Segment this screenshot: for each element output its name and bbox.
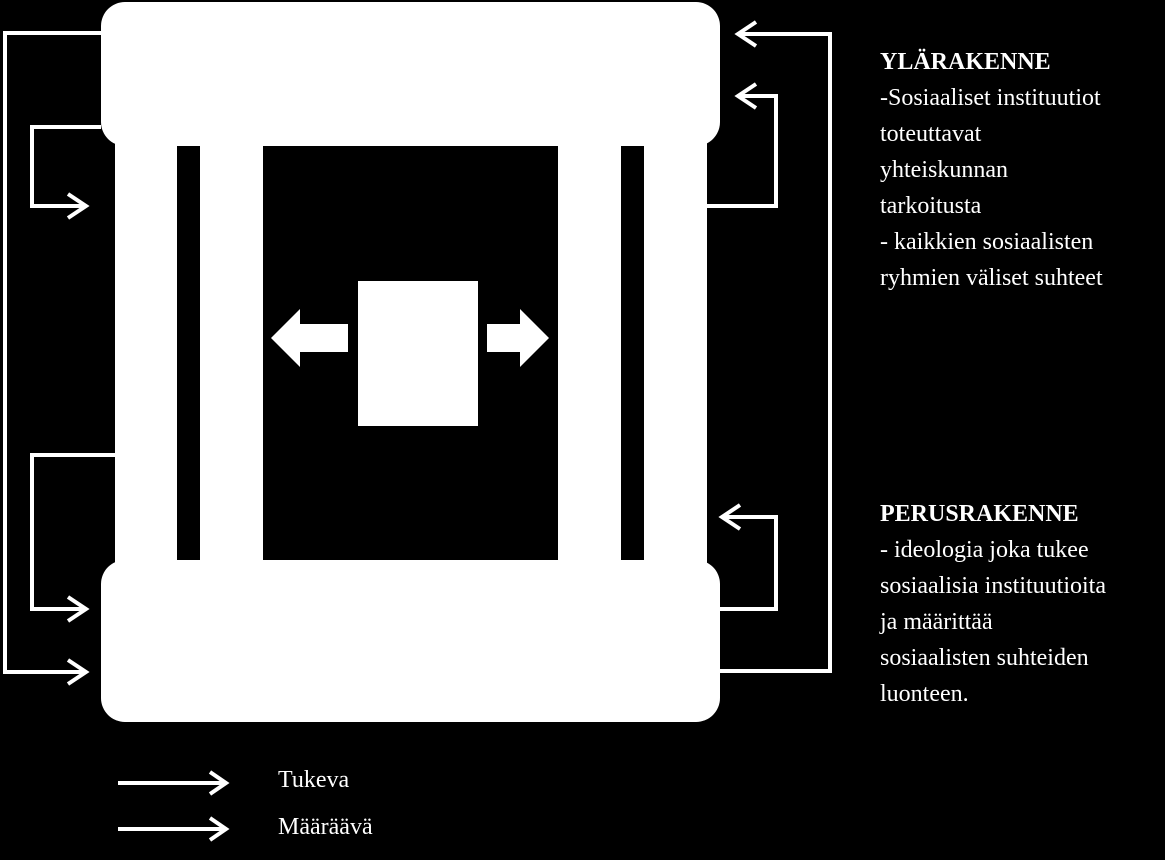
right-inner-pillar	[558, 120, 621, 590]
legend-determining-label: Määräävä	[278, 814, 373, 840]
superstructure-block	[101, 2, 720, 146]
superstructure-label: YLÄRAKENNE -Sosiaaliset instituutiot tot…	[880, 44, 1103, 296]
superstructure-line: yhteiskunnan	[880, 157, 1008, 183]
right-outer-connector	[720, 32, 832, 673]
base-line: - ideologia joka tukee	[880, 537, 1089, 563]
right-top-arrowhead	[734, 82, 758, 110]
base-label: PERUSRAKENNE - ideologia joka tukee sosi…	[880, 496, 1106, 712]
left-bottom-connector	[30, 453, 115, 611]
superstructure-line: toteuttavat	[880, 121, 982, 147]
superstructure-line: tarkoitusta	[880, 193, 982, 219]
base-line: luonteen.	[880, 681, 969, 707]
superstructure-line: ryhmien väliset suhteet	[880, 265, 1103, 291]
superstructure-line: -Sosiaaliset instituutiot	[880, 85, 1101, 111]
left-top-connector	[30, 125, 101, 208]
right-outer-pillar	[644, 120, 707, 590]
right-top-connector	[707, 94, 778, 208]
superstructure-heading: YLÄRAKENNE	[880, 49, 1051, 75]
left-top-arrowhead	[66, 192, 90, 220]
right-outer-arrowhead	[734, 20, 758, 48]
left-inner-pillar	[200, 120, 263, 590]
legend-supporting-label: Tukeva	[278, 767, 350, 793]
base-line: sosiaalisia instituutioita	[880, 573, 1106, 599]
legend-determining-arrowhead	[208, 816, 230, 842]
left-outer-pillar	[115, 120, 177, 590]
legend-supporting-arrowhead	[208, 770, 230, 796]
left-outer-connector	[3, 31, 101, 674]
left-outer-arrowhead	[66, 658, 90, 686]
base-heading: PERUSRAKENNE	[880, 501, 1079, 527]
base-line: ja määrittää	[880, 609, 993, 635]
left-block-arrow	[271, 309, 348, 367]
base-line: sosiaalisten suhteiden	[880, 645, 1089, 671]
center-box	[358, 281, 478, 426]
right-block-arrow	[487, 309, 549, 367]
superstructure-line: - kaikkien sosiaalisten	[880, 229, 1094, 255]
base-block	[101, 560, 720, 722]
left-bottom-arrowhead	[66, 595, 90, 623]
right-bottom-connector	[720, 515, 778, 611]
right-bottom-arrowhead	[718, 503, 742, 531]
